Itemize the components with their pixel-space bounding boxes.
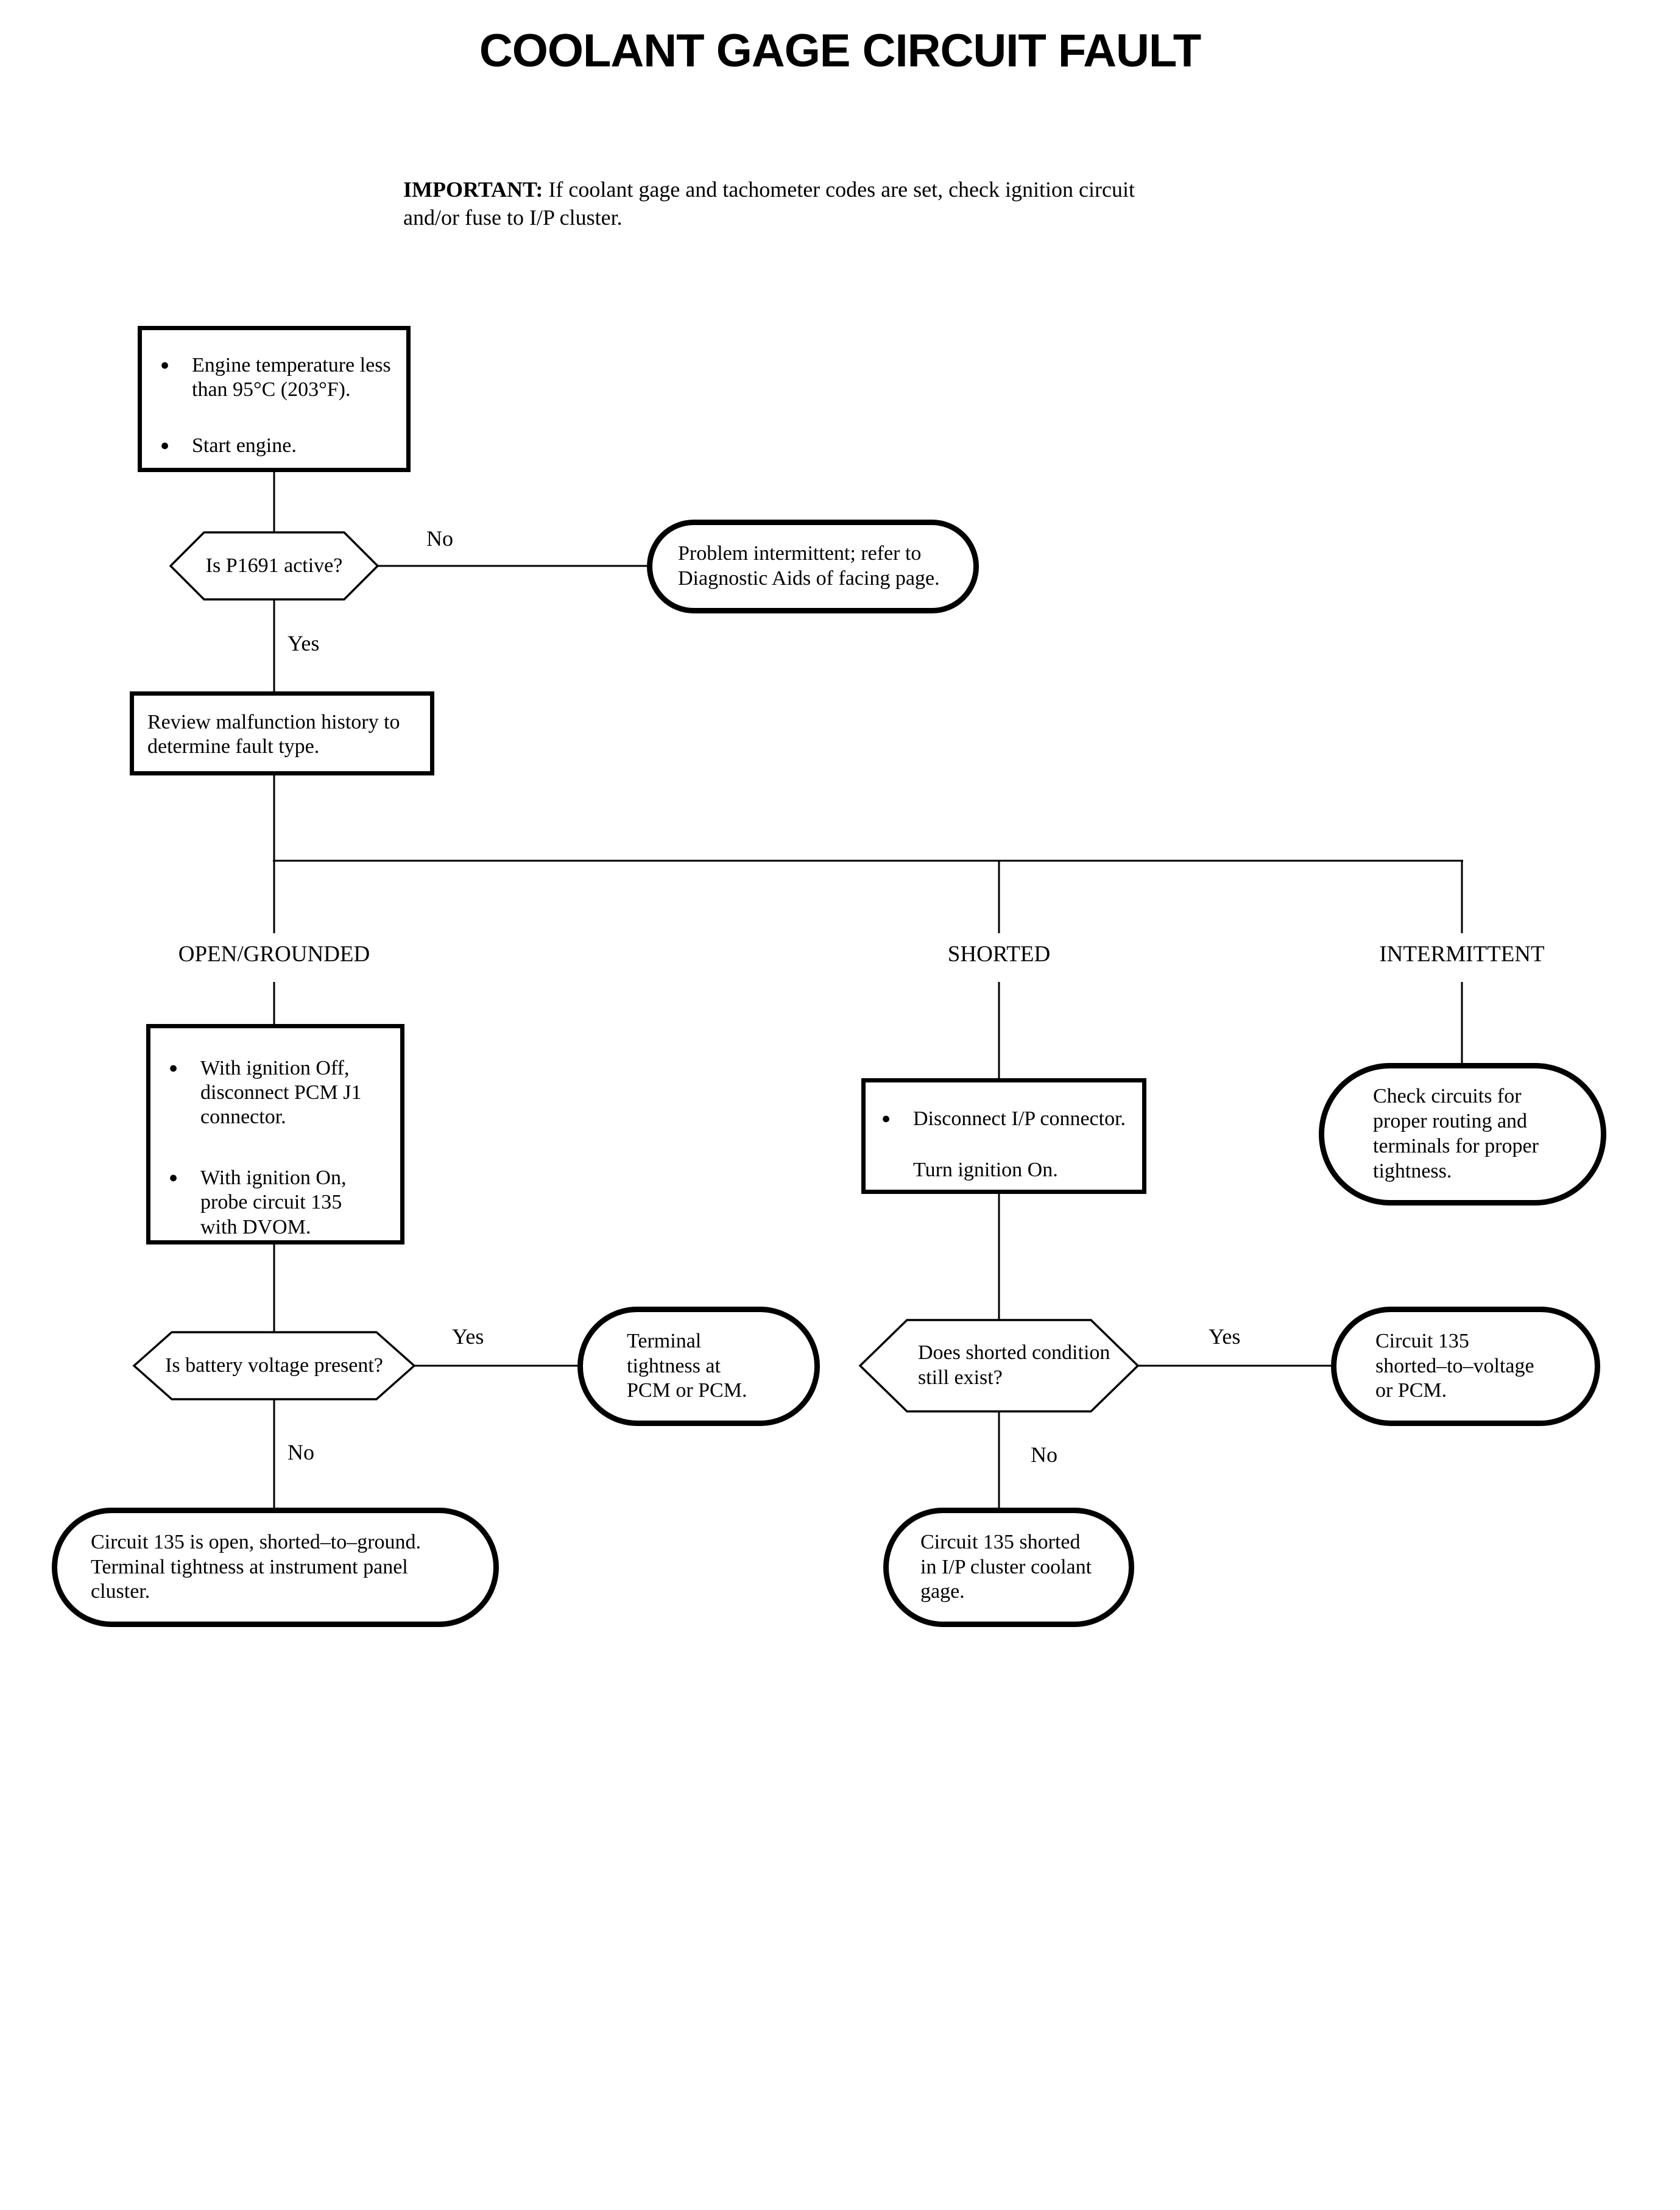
branch-label-open-grounded: OPEN/GROUNDED [178, 942, 370, 967]
terminal-text: Check circuits for proper routing and te… [1373, 1085, 1539, 1182]
node-circuit-open: Circuit 135 is open, shorted–to–ground. … [52, 1508, 499, 1627]
node-shorted-condition-question: Does shorted condition still exist? [918, 1341, 1110, 1389]
probe-text: With ignition On, probe circuit 135 with… [200, 1167, 347, 1238]
process-text: Review malfunction history to determine … [147, 711, 400, 758]
probe-text: With ignition Off, disconnect PCM J1 con… [200, 1057, 362, 1129]
decision-hexagon-battery-voltage [132, 1331, 416, 1400]
precondition-text: Start engine. [192, 434, 297, 457]
yes-label: Yes [1209, 1324, 1241, 1349]
bullet-icon: ● [169, 1170, 178, 1187]
terminal-text: Terminal tightness at PCM or PCM. [627, 1329, 747, 1402]
important-text: If coolant gage and tachometer codes are… [403, 177, 1135, 230]
terminal-text: Circuit 135 shorted–to–voltage or PCM. [1375, 1329, 1534, 1402]
decision-hexagon-shorted-condition [858, 1319, 1140, 1413]
terminal-text: Problem intermittent; refer to Diagnosti… [678, 542, 940, 590]
yes-label: Yes [452, 1324, 484, 1349]
disconnect-text: Turn ignition On. [913, 1159, 1058, 1182]
probe-item: ● With ignition On, probe circuit 135 wi… [169, 1166, 395, 1239]
node-check-routing: Check circuits for proper routing and te… [1319, 1063, 1606, 1206]
terminal-text: Circuit 135 is open, shorted–to–ground. … [91, 1530, 422, 1603]
decision-hexagon-p1691 [169, 531, 379, 601]
node-circuit-shorted-gage: Circuit 135 shorted in I/P cluster coola… [883, 1508, 1134, 1627]
no-label: No [426, 526, 453, 551]
no-label: No [1031, 1442, 1057, 1467]
precondition-item: ● Engine temperature less than 95°C (203… [160, 353, 401, 402]
branch-label-intermittent: INTERMITTENT [1379, 942, 1545, 967]
disconnect-item: ● Disconnect I/P connector. [881, 1107, 1137, 1131]
important-note: IMPORTANT: If coolant gage and tachomete… [403, 175, 1329, 231]
bullet-icon: ● [160, 437, 170, 454]
precondition-text: Engine temperature less than 95°C (203°F… [192, 354, 391, 401]
probe-item: ● With ignition Off, disconnect PCM J1 c… [169, 1056, 395, 1129]
important-label: IMPORTANT: [403, 177, 543, 202]
yes-label: Yes [288, 631, 320, 655]
branch-label-shorted: SHORTED [947, 942, 1051, 967]
node-preconditions: ● Engine temperature less than 95°C (203… [138, 326, 411, 472]
bullet-spacer [881, 1158, 913, 1182]
disconnect-text: Disconnect I/P connector. [913, 1107, 1126, 1130]
bullet-icon: ● [881, 1110, 891, 1127]
node-review-history: Review malfunction history to determine … [130, 691, 434, 775]
node-p1691-question: Is P1691 active? [205, 554, 343, 577]
disconnect-item: Turn ignition On. [881, 1158, 1137, 1182]
bullet-icon: ● [160, 357, 170, 373]
node-disconnect-ip: ● Disconnect I/P connector. Turn ignitio… [861, 1078, 1146, 1194]
page-title: COOLANT GAGE CIRCUIT FAULT [479, 25, 1201, 77]
node-intermittent-refer: Problem intermittent; refer to Diagnosti… [647, 520, 979, 613]
node-probe-circuit: ● With ignition Off, disconnect PCM J1 c… [146, 1024, 404, 1244]
bullet-icon: ● [169, 1060, 178, 1076]
precondition-item: ● Start engine. [160, 434, 401, 458]
no-label: No [288, 1440, 314, 1464]
node-terminal-tightness: Terminal tightness at PCM or PCM. [577, 1307, 820, 1426]
node-battery-voltage-question: Is battery voltage present? [165, 1354, 383, 1377]
node-circuit-shorted-voltage: Circuit 135 shorted–to–voltage or PCM. [1331, 1307, 1600, 1426]
terminal-text: Circuit 135 shorted in I/P cluster coola… [920, 1530, 1092, 1603]
